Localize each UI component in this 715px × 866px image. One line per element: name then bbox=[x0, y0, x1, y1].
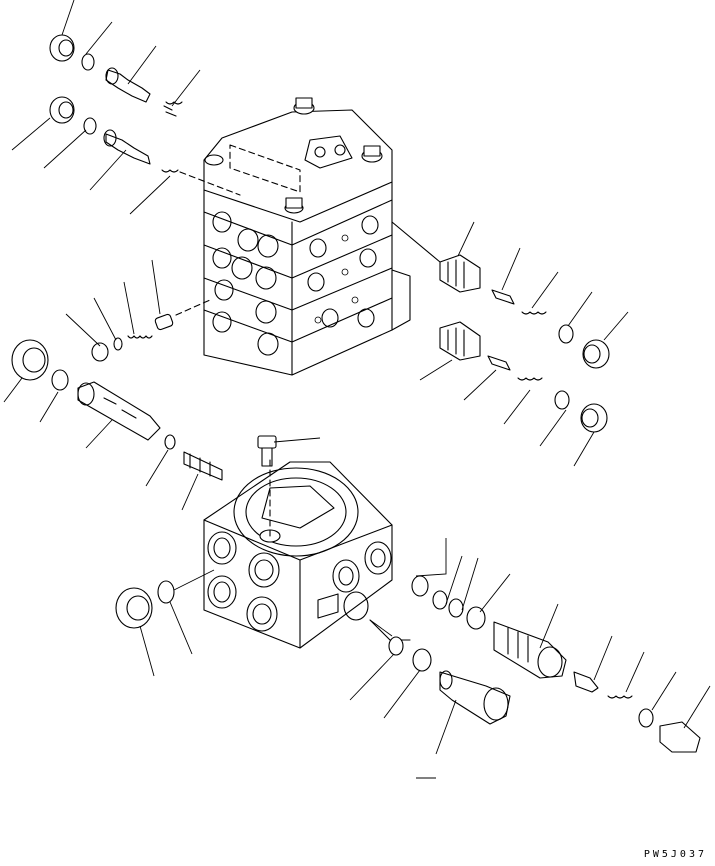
upper-right-parts-row-1 bbox=[392, 222, 609, 368]
upper-left-parts-row-1 bbox=[50, 35, 182, 116]
upper-right-parts-row-2 bbox=[440, 322, 607, 432]
upper-valve-block bbox=[204, 98, 410, 375]
middle-left-parts bbox=[92, 300, 210, 361]
lower-left-parts bbox=[12, 340, 222, 480]
lower-right-parts bbox=[389, 576, 700, 752]
drawing-code-label: PW5J037 bbox=[643, 849, 707, 860]
lower-bolt bbox=[258, 436, 276, 466]
lower-left-plug bbox=[116, 581, 174, 628]
upper-left-parts-row-2 bbox=[50, 97, 240, 195]
lower-valve-body bbox=[204, 460, 410, 648]
leader-lines bbox=[4, 0, 710, 778]
